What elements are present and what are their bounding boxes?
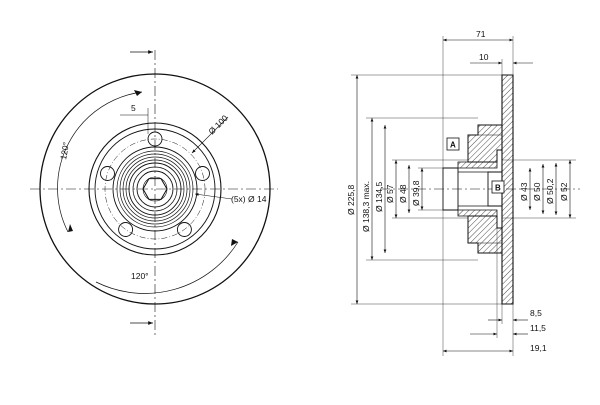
depth-19-1-label: 19,1 (530, 343, 547, 353)
hub-ring-2 (116, 150, 194, 228)
hat-outer (94, 128, 216, 250)
arc-left-arrowhead-2 (68, 224, 73, 232)
dia-225-label: Ø 225,8 (346, 184, 356, 215)
hole-leader (194, 193, 233, 200)
hub-upper-section (467, 124, 503, 163)
dia-39-8-label: Ø 39,8 (411, 180, 421, 206)
hub-nut (142, 178, 168, 200)
dia-50-label: Ø 50 (532, 182, 542, 201)
dia-48-label: Ø 48 (398, 184, 408, 203)
holes-label: (5x) Ø 14 (231, 194, 267, 204)
bearing-seat-b (487, 171, 503, 207)
bolt-hole-4 (118, 222, 134, 237)
hub-ring-5 (125, 159, 185, 219)
dia-52-label: Ø 52 (559, 182, 569, 201)
hub-ring-3 (119, 153, 191, 225)
pcd-leader (191, 116, 229, 154)
width-71-label: 71 (476, 29, 486, 39)
left-diameter-dims (351, 74, 502, 305)
bolt-hole-1 (147, 131, 163, 147)
hub-ring-7 (132, 166, 178, 212)
bolt-hole-5 (100, 166, 115, 181)
arc-bottom-arrowhead (231, 239, 238, 246)
pcd-label: Ø 100 (206, 113, 230, 137)
datum-b-label: B (495, 184, 501, 193)
datum-b-box (491, 180, 505, 194)
offset-5-label: 5 (131, 103, 136, 113)
horizontal-dims (442, 36, 533, 356)
disc-outer-edge (39, 73, 271, 305)
angle-left-label: 120° (58, 141, 71, 160)
datum-a-box (446, 137, 460, 151)
dia-57-label: Ø 57 (385, 184, 395, 203)
angle-arc-left (57, 91, 143, 233)
bolt-hole-2 (195, 166, 210, 181)
front-view (30, 50, 278, 336)
hub-ring-4 (122, 156, 188, 222)
angle-bottom-label: 120° (131, 271, 149, 281)
section-view (380, 74, 580, 305)
friction-ring-inner-edge (88, 122, 222, 256)
depth-8-5-label: 8,5 (530, 308, 542, 318)
angle-arc-bottom (95, 241, 239, 294)
right-diameter-dims (502, 159, 576, 219)
hub-upper-lip (457, 161, 498, 169)
arc-left-arrowhead (134, 90, 142, 96)
bolt-hole-3 (176, 222, 192, 237)
hub-lower-lip (457, 209, 498, 217)
hub-ring-6 (128, 162, 182, 216)
hub-bore (136, 170, 174, 208)
pcd-circle (104, 138, 206, 240)
hub-ring-1 (112, 146, 198, 232)
dia-43-label: Ø 43 (519, 182, 529, 201)
width-10-label: 10 (479, 52, 489, 62)
dia-138-label: Ø 138,3 max. (361, 181, 371, 232)
bearing-seat-a (442, 167, 459, 211)
depth-11-5-label: 11,5 (530, 323, 546, 333)
arc-arrowheads (68, 90, 238, 246)
dia-134-label: Ø 134,5 (374, 181, 384, 212)
dia-50-2-label: Ø 50,2 (545, 178, 555, 204)
datum-a-label: A (450, 141, 456, 150)
